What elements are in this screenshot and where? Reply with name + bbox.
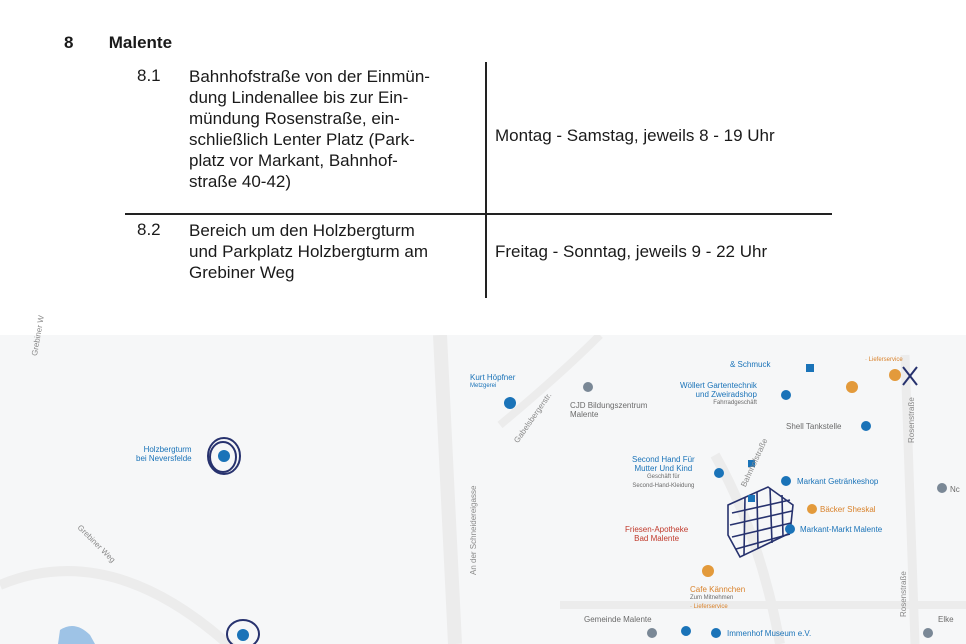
map-pin-icon	[218, 390, 871, 641]
rule-time: Montag - Samstag, jeweils 8 - 19 Uhr	[495, 126, 775, 145]
hand-circle-holzbergturm	[207, 437, 241, 475]
poi-label: Malente	[570, 410, 599, 419]
map[interactable]: Grebiner W Grebiner Weg Gabelsbergerstr.…	[0, 315, 966, 644]
shopping-bag-icon	[748, 364, 814, 502]
poi-sublabel: · Lieferservice	[690, 604, 728, 610]
poi-label: Kurt Höpfner	[470, 373, 516, 382]
rule-area-line: dung Lindenallee bis zur Ein-	[189, 88, 409, 107]
poi-cjd[interactable]: CJD Bildungszentrum Malente	[570, 401, 647, 419]
rule-area-line: Bahnhofstraße von der Einmün-	[189, 67, 430, 86]
poi-sublabel: Second-Hand-Kleidung	[632, 483, 695, 489]
rule-id: 8.2	[137, 220, 161, 239]
section-number: 8	[64, 33, 74, 52]
poi-label: bei Neversfelde	[136, 454, 192, 463]
table-column-divider	[485, 62, 487, 298]
poi-cafe-kaennchen[interactable]: Cafe Kännchen Zum Mitnehmen · Lieferserv…	[690, 585, 745, 612]
poi-sublabel: Zum Mitnehmen	[690, 595, 734, 601]
rule-area-line: Grebiner Weg	[189, 263, 295, 282]
poi-woellert[interactable]: Wöllert Gartentechnik und Zweiradshop Fa…	[680, 381, 757, 408]
map-canvas	[0, 335, 966, 644]
rule-area-line: schließlich Lenter Platz (Park-	[189, 130, 415, 149]
poi-label: Friesen-Apotheke	[625, 525, 689, 534]
poi-second-hand[interactable]: Second Hand Für Mutter Und Kind Geschäft…	[632, 455, 695, 491]
poi-markant-markt[interactable]: Markant-Markt Malente	[800, 525, 883, 534]
poi-label: Bad Malente	[634, 534, 680, 543]
poi-schmuck[interactable]: & Schmuck	[730, 360, 771, 369]
rule-area-line: platz vor Markant, Bahnhof-	[189, 151, 398, 170]
poi-shell[interactable]: Shell Tankstelle	[786, 422, 842, 431]
road-label-rosenstrasse: Rosenstraße	[907, 397, 916, 443]
poi-sublabel: Geschäft für	[647, 474, 680, 480]
section-heading: 8 Malente	[64, 33, 172, 53]
rule-area-line: Bereich um den Holzbergturm	[189, 221, 415, 240]
poi-label: CJD Bildungszentrum	[570, 401, 648, 410]
rule-id: 8.1	[137, 66, 161, 85]
map-pin-icon	[583, 382, 947, 638]
poi-label: Cafe Kännchen	[690, 585, 746, 594]
rule-time: Freitag - Sonntag, jeweils 9 - 22 Uhr	[495, 242, 768, 261]
poi-label: und Zweiradshop	[695, 390, 757, 399]
poi-label: Mutter Und Kind	[634, 464, 693, 473]
hand-circle-parkplatz	[226, 619, 260, 644]
road-label-robertstrasse: Rosenstraße	[899, 571, 908, 617]
poi-sublabel: Metzgerei	[470, 383, 497, 389]
poi-elke: Elke	[938, 615, 954, 624]
section-title: Malente	[108, 33, 173, 52]
poi-label: Wöllert Gartentechnik	[680, 381, 757, 390]
rule-area-line: und Parkplatz Holzbergturm am	[189, 242, 429, 261]
road-label-schneidereigasse: An der Schneidereigasse	[469, 485, 478, 575]
poi-label: Holzbergturm	[143, 445, 192, 454]
table-row-divider	[125, 213, 832, 215]
poi-sublabel: Fahrradgeschäft	[713, 400, 757, 406]
poi-kurt-hoepfner[interactable]: Kurt Höpfner Metzgerei	[470, 373, 515, 391]
poi-label: Second Hand Für	[632, 455, 695, 464]
rule-area: Bereich um den Holzbergturm und Parkplat…	[189, 220, 479, 283]
water-area	[58, 626, 95, 644]
poi-gemeinde[interactable]: Gemeinde Malente	[584, 615, 652, 624]
hand-x-mark	[902, 366, 918, 386]
poi-baecker[interactable]: Bäcker Sheskal	[820, 505, 876, 514]
poi-immenhof[interactable]: Immenhof Museum e.V.	[727, 629, 812, 638]
rule-area-line: mündung Rosenstraße, ein-	[189, 109, 400, 128]
poi-nc: Nc	[950, 485, 960, 494]
poi-lieferservice: · Lieferservice	[865, 357, 903, 363]
rule-area: Bahnhofstraße von der Einmün- dung Linde…	[189, 66, 479, 192]
poi-holzbergturm[interactable]: Holzbergturm bei Neversfelde	[136, 445, 192, 463]
poi-friesen-apotheke[interactable]: Friesen-Apotheke Bad Malente	[625, 525, 688, 543]
cup-icon	[702, 369, 901, 577]
poi-markant-getraenke[interactable]: Markant Getränkeshop	[797, 477, 879, 486]
rule-area-line: straße 40-42)	[189, 172, 292, 191]
